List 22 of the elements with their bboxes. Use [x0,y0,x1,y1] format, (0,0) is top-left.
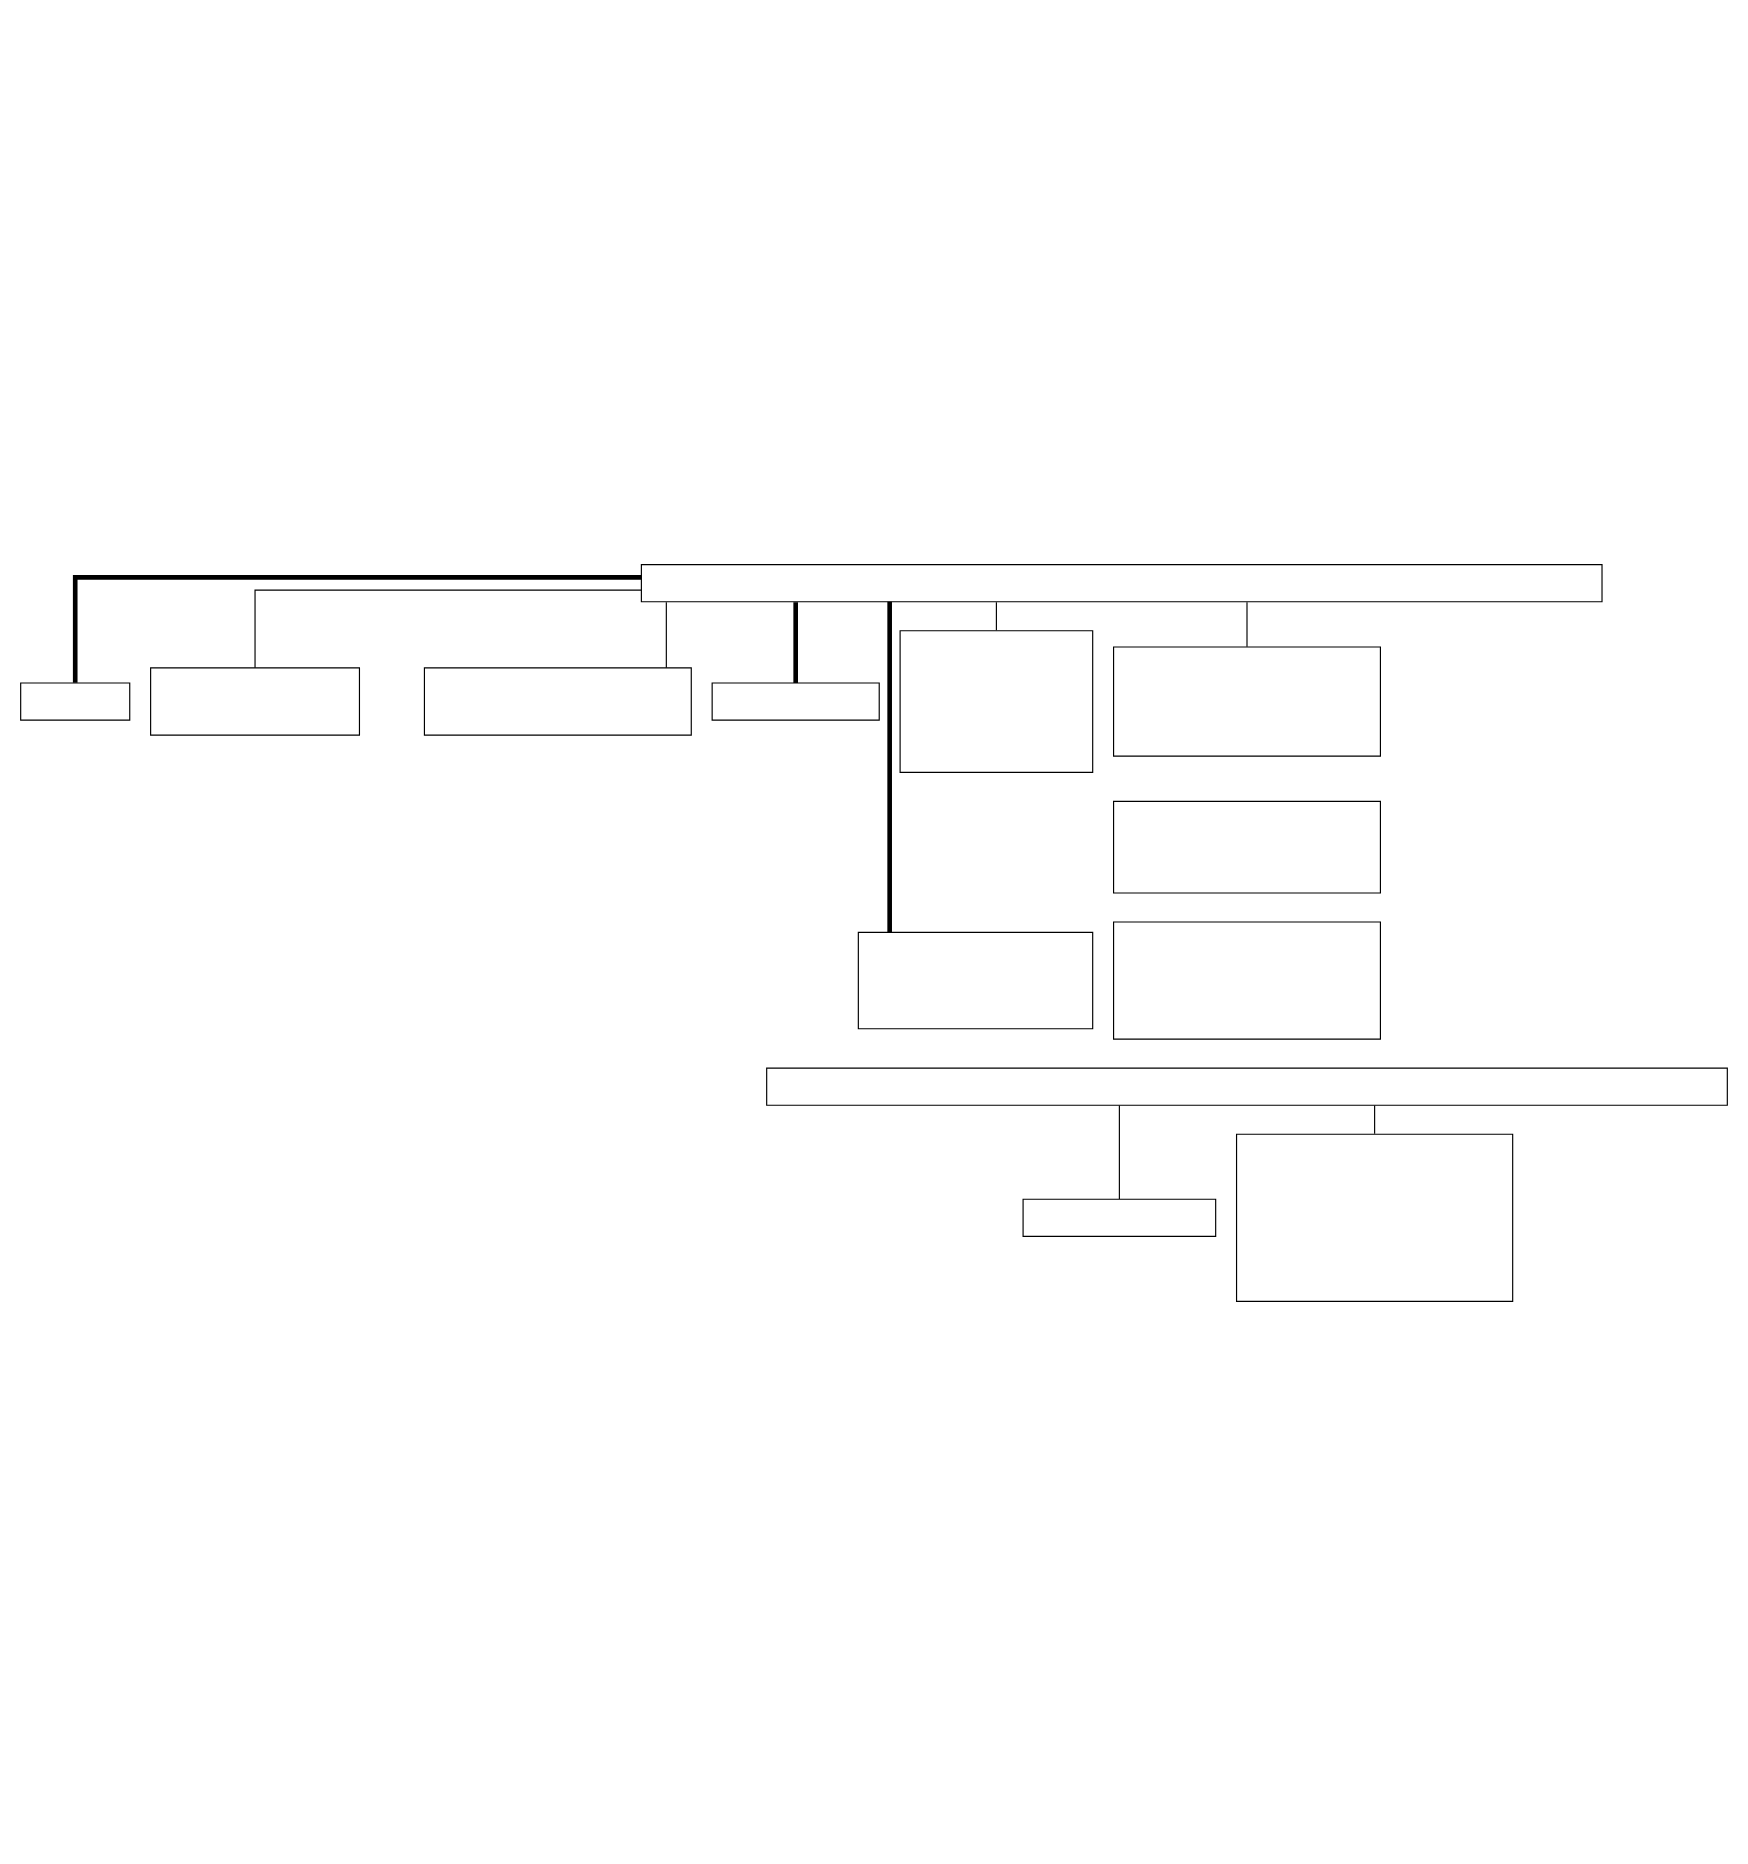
node-box [150,666,361,735]
node-box [1236,1132,1514,1301]
connector [1374,1103,1376,1134]
node-box [857,930,1094,1029]
connector [793,601,798,682]
connector [887,600,892,932]
node-box [766,1066,1728,1105]
connector [665,600,667,668]
node-box [1113,799,1381,893]
connector [995,600,997,630]
node-box [1022,1197,1217,1236]
node-box [20,681,131,720]
connector [254,588,642,668]
connector [1246,600,1248,647]
connector [1118,1103,1120,1199]
node-box [640,563,1603,602]
node-box [423,666,692,735]
node-box [899,629,1094,772]
node-box [1113,920,1381,1039]
node-box [711,681,880,720]
node-box [1113,645,1381,756]
connector [72,574,642,682]
